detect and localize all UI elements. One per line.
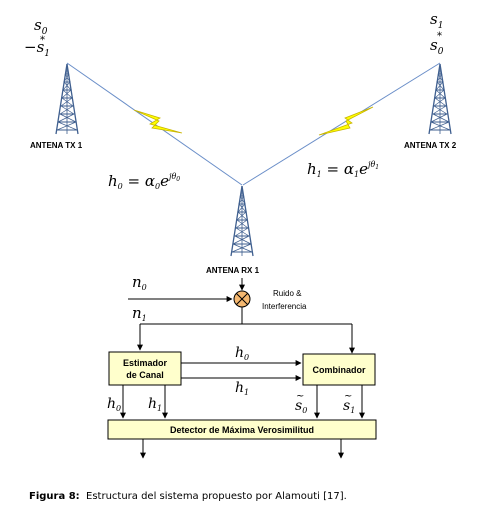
svg-text:~: ~ [344, 391, 352, 402]
svg-text:s0: s0 [430, 36, 444, 57]
svg-text:s1: s1 [343, 398, 355, 415]
svg-text:s1: s1 [430, 10, 443, 31]
noise-label-line1: Ruido & [273, 289, 302, 298]
channel-estimator-block: Estimador de Canal [108, 351, 182, 386]
svg-text:*: * [40, 35, 45, 46]
rx1-label: ANTENA RX 1 [206, 266, 260, 275]
ml-detector-block: Detector de Máxima Verosimilitud [107, 419, 377, 440]
svg-text:*: * [437, 31, 442, 42]
noise-label-line2: Interferencia [262, 302, 307, 311]
noise-sum-node-icon [233, 290, 251, 308]
rx1-tower-icon [230, 185, 254, 257]
est-h1-label: h1 [148, 396, 162, 413]
svg-text:s0: s0 [295, 398, 307, 415]
tx2-tower-icon [428, 63, 452, 135]
svg-text:de Canal: de Canal [126, 370, 164, 380]
channel-h1-equation: h1 = α1ejθ1 [307, 160, 379, 179]
tx1-tower-icon [55, 63, 79, 135]
svg-text:Detector de Máxima Verosimilit: Detector de Máxima Verosimilitud [170, 425, 314, 435]
est-h0-label: h0 [107, 396, 121, 413]
tx2-symbols: s1 * s0 [430, 10, 444, 57]
svg-text:s0: s0 [34, 16, 48, 37]
tx2-label: ANTENA TX 2 [404, 141, 457, 150]
channel-h0-equation: h0 = α0ejθ0 [108, 172, 180, 191]
caption-text: Estructura del sistema propuesto por Ala… [86, 491, 347, 502]
lightning-bolt-right-icon [318, 106, 374, 136]
tx1-label: ANTENA TX 1 [30, 141, 83, 150]
tx1-symbols: s0 * −s1 [24, 16, 50, 59]
svg-text:h1 = α1ejθ1: h1 = α1ejθ1 [307, 160, 379, 179]
svg-text:Estimador: Estimador [123, 358, 168, 368]
link-tx2-rx [242, 62, 441, 186]
svg-text:Combinador: Combinador [313, 365, 366, 375]
svg-text:−s1: −s1 [24, 38, 50, 59]
svg-text:h0 = α0ejθ0: h0 = α0ejθ0 [108, 172, 180, 191]
wire-h0-label: h0 [235, 345, 249, 362]
figure-caption: Figura 8: Estructura del sistema propues… [29, 491, 347, 502]
comb-s0-label: ~ s0 [295, 391, 307, 415]
svg-text:~: ~ [296, 391, 304, 402]
comb-s1-label: ~ s1 [343, 391, 355, 415]
lightning-bolt-left-icon [133, 109, 183, 134]
noise-n0-label: n0 [132, 273, 147, 292]
noise-n1-label: n1 [132, 304, 147, 323]
combiner-block: Combinador [302, 353, 376, 386]
caption-label: Figura 8: [29, 491, 80, 502]
wire-h1-label: h1 [235, 380, 249, 397]
